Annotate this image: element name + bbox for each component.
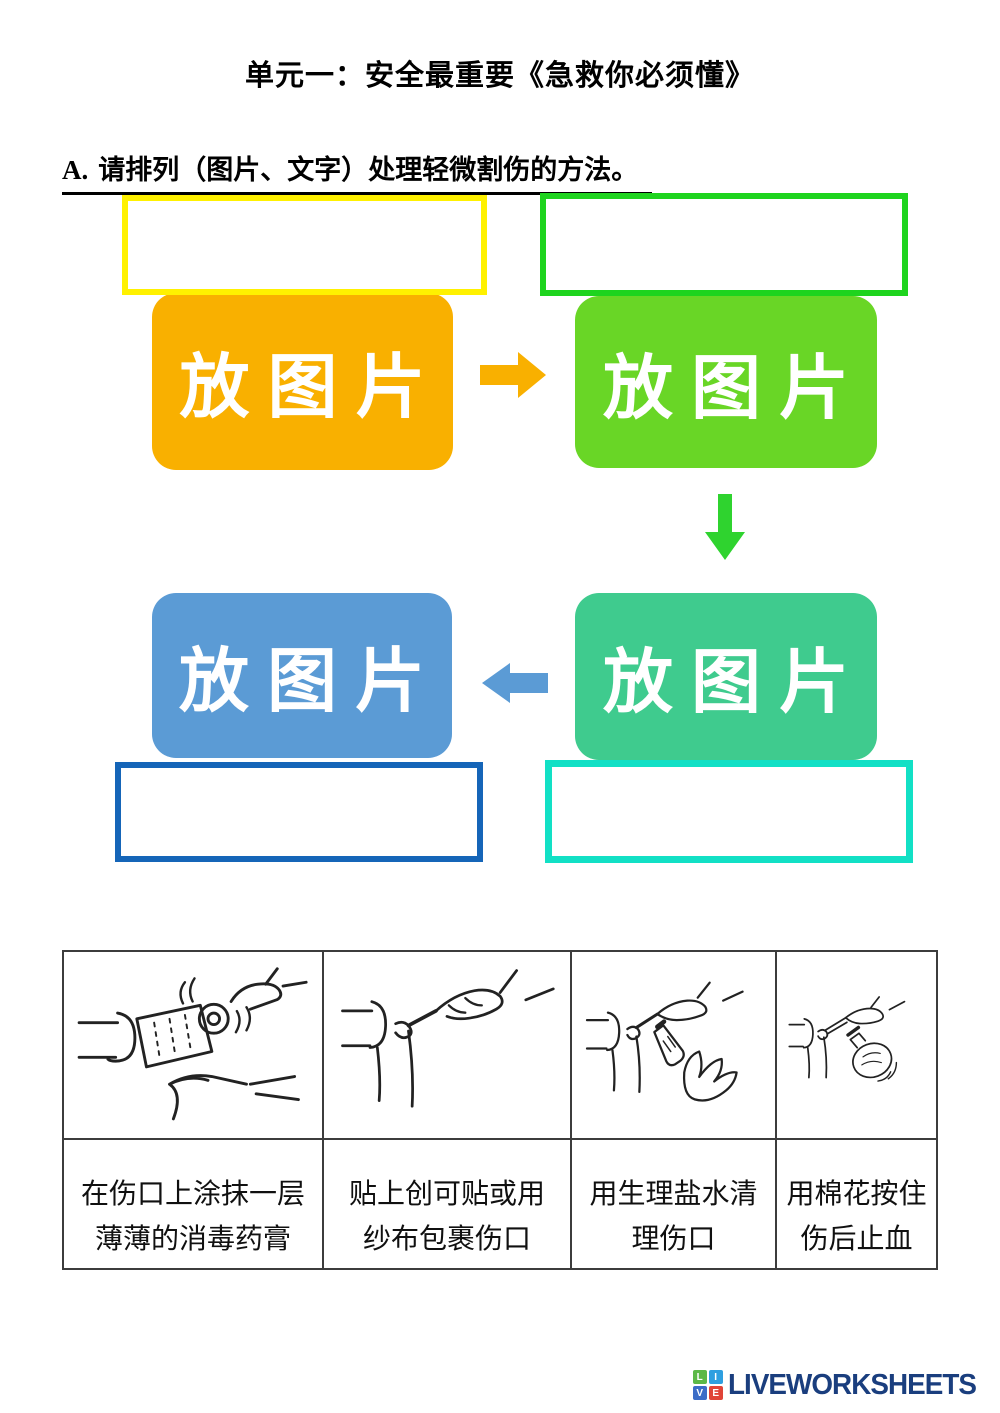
liveworksheets-logo: L I V E LIVEWORKSHEETS: [692, 1366, 986, 1404]
flowchart: 放图片 放图片 放图片 放图片: [115, 193, 913, 863]
image-drop-step4[interactable]: 放图片: [152, 593, 452, 758]
placeholder-text: 放图片: [603, 645, 867, 722]
answer-box-step3[interactable]: [545, 760, 913, 863]
caption-line: 在伤口上涂抹一层: [80, 1178, 305, 1210]
logo-tile-v: V: [692, 1386, 707, 1400]
caption-line: 贴上创可贴或用: [348, 1178, 545, 1210]
card-caption-1[interactable]: 在伤口上涂抹一层 薄薄的消毒药膏: [64, 1140, 324, 1268]
caption-line: 薄薄的消毒药膏: [94, 1224, 291, 1255]
answer-box-step4[interactable]: [115, 762, 483, 862]
arrow-left-icon: [482, 663, 548, 703]
card-caption-2[interactable]: 贴上创可贴或用 纱布包裹伤口: [324, 1140, 572, 1268]
page-title: 单元一：安全最重要《急救你必须懂》: [244, 60, 755, 92]
logo-tile-l: L: [692, 1370, 707, 1384]
bottle-cotton-image: [788, 996, 906, 1082]
caption-line: 纱布包裹伤口: [362, 1224, 531, 1255]
instruction-text: 请排列（图片、文字）处理轻微割伤的方法。: [98, 155, 639, 185]
wrapping-bandage-image: [78, 967, 308, 1121]
cards-table: 在伤口上涂抹一层 薄薄的消毒药膏 贴上创可贴或用 纱布包裹伤口 用生理盐水清 理…: [62, 950, 938, 1270]
image-drop-step2[interactable]: 放图片: [575, 296, 877, 468]
instruction-prefix: A.: [62, 155, 89, 185]
card-caption-3[interactable]: 用生理盐水清 理伤口: [572, 1140, 777, 1268]
card-image-bandage-wrap[interactable]: [64, 952, 324, 1140]
arrow-down-shape: [705, 494, 745, 560]
liveworksheets-grid-icon: L I V E: [692, 1370, 723, 1400]
image-drop-step1[interactable]: 放图片: [152, 293, 453, 470]
arrow-down-icon: [705, 494, 745, 560]
placeholder-text: 放图片: [179, 644, 443, 721]
logo-tile-e: E: [708, 1386, 723, 1400]
placeholder-text: 放图片: [603, 350, 867, 428]
card-image-ointment-tube[interactable]: [572, 952, 777, 1140]
card-caption-4[interactable]: 用棉花按住 伤后止血: [777, 1140, 936, 1268]
card-image-bottle-cotton[interactable]: [777, 952, 936, 1140]
applying-plaster-image: [341, 969, 555, 1108]
answer-box-step2[interactable]: [540, 193, 908, 296]
arrow-left-shape: [482, 663, 548, 703]
caption-line: 用生理盐水清: [589, 1178, 758, 1210]
answer-box-step1[interactable]: [122, 195, 487, 295]
ointment-tube-image: [585, 981, 744, 1102]
card-image-plaster[interactable]: [324, 952, 572, 1140]
instruction: A. 请排列（图片、文字）处理轻微割伤的方法。: [62, 148, 653, 195]
placeholder-text: 放图片: [179, 350, 444, 427]
image-drop-step3[interactable]: 放图片: [575, 593, 877, 760]
arrow-right-shape: [480, 352, 546, 398]
logo-text: LIVEWORKSHEETS: [727, 1368, 977, 1401]
logo-tile-i: I: [708, 1370, 723, 1384]
caption-line: 伤后止血: [800, 1224, 913, 1255]
caption-line: 用棉花按住: [786, 1178, 927, 1210]
caption-line: 理伤口: [631, 1224, 716, 1255]
arrow-right-icon: [480, 352, 546, 398]
